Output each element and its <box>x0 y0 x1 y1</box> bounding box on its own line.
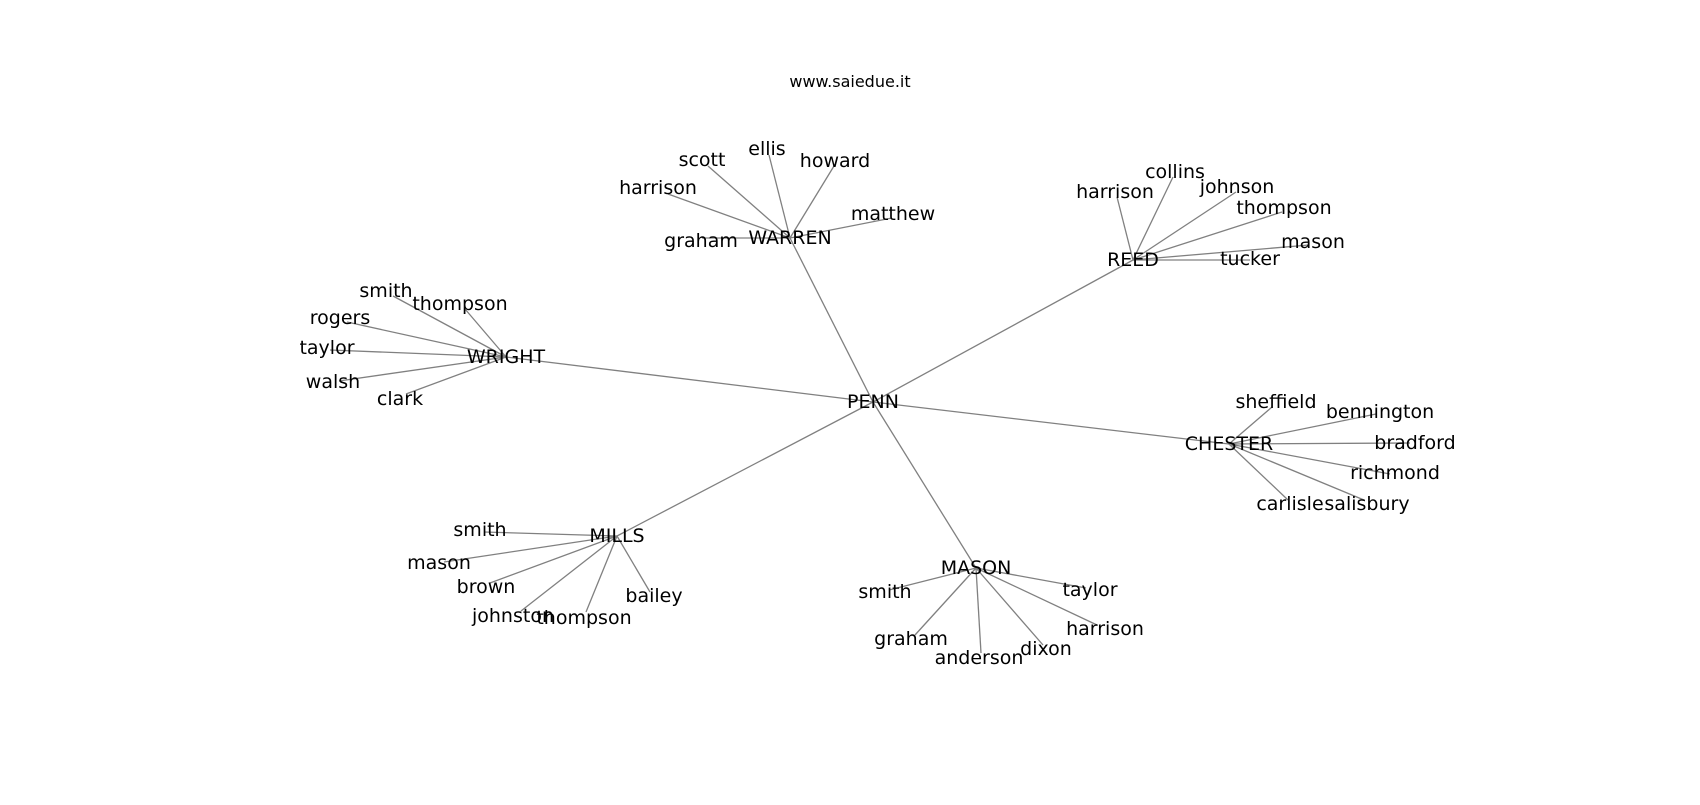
leaf-node-mason-harrison: harrison <box>1066 618 1144 640</box>
edge-mills-johnston <box>520 535 618 612</box>
leaf-node-wright-taylor: taylor <box>299 337 354 359</box>
edge-chester-sheffield <box>1228 406 1273 445</box>
edge-root-warren <box>789 237 874 403</box>
edge-mills-smith <box>483 531 618 537</box>
edge-wright-clark <box>405 356 507 395</box>
edge-mills-mason <box>443 535 618 563</box>
leaf-node-mills-bailey: bailey <box>625 585 682 607</box>
edge-mason-anderson <box>975 567 982 654</box>
edge-layer <box>329 154 1411 654</box>
edge-root-mason <box>872 401 977 569</box>
leaf-node-wright-smith: smith <box>359 280 412 302</box>
leaf-node-mills-brown: brown <box>457 576 516 598</box>
leaf-node-wright-clark: clark <box>377 388 423 410</box>
leaf-node-chester-salisbury: salisbury <box>1324 493 1409 515</box>
leaf-node-mills-smith: smith <box>453 519 506 541</box>
edge-mason-dixon <box>975 567 1044 646</box>
leaf-node-mason-smith: smith <box>858 581 911 603</box>
edge-reed-thompson <box>1132 211 1283 261</box>
edge-root-reed <box>872 259 1134 403</box>
edge-mills-brown <box>489 535 618 584</box>
edge-reed-mason <box>1132 244 1310 261</box>
edge-wright-rogers <box>346 321 507 358</box>
leaf-node-mason-dixon: dixon <box>1020 638 1072 660</box>
leaf-node-chester-bradford: bradford <box>1374 432 1455 454</box>
leaf-node-mills-johnston: johnston <box>471 605 554 627</box>
edge-root-mills <box>616 401 874 537</box>
edge-wright-thompson <box>464 308 507 358</box>
edge-mason-taylor <box>975 567 1087 589</box>
leaf-node-chester-carlisle: carlisle <box>1256 493 1323 515</box>
leaf-node-chester-richmond: richmond <box>1350 462 1440 484</box>
edge-mason-harrison <box>975 567 1098 626</box>
leaf-node-reed-mason: mason <box>1281 231 1345 253</box>
edge-chester-richmond <box>1228 443 1391 475</box>
leaf-node-wright-walsh: walsh <box>306 371 360 393</box>
leaf-node-reed-collins: collins <box>1145 161 1205 183</box>
edge-root-wright <box>505 356 874 403</box>
edge-chester-carlisle <box>1228 443 1289 501</box>
edge-warren-howard <box>789 165 835 239</box>
edge-chester-bennington <box>1228 413 1377 445</box>
leaf-node-mason-anderson: anderson <box>935 647 1024 669</box>
edge-warren-ellis <box>768 154 791 239</box>
edge-warren-harrison <box>667 193 791 239</box>
edge-wright-taylor <box>329 349 507 358</box>
leaf-node-chester-bennington: bennington <box>1326 401 1434 423</box>
leaf-node-mason-graham: graham <box>874 628 948 650</box>
edge-chester-bradford <box>1228 442 1411 445</box>
edge-warren-scott <box>707 165 791 239</box>
leaf-node-mills-mason: mason <box>407 552 471 574</box>
hub-node-chester: CHESTER <box>1185 433 1273 455</box>
leaf-node-warren-scott: scott <box>679 149 726 171</box>
leaf-node-reed-tucker: tucker <box>1220 248 1280 270</box>
leaf-node-warren-ellis: ellis <box>748 138 785 160</box>
hub-node-warren: WARREN <box>748 227 831 249</box>
edge-reed-collins <box>1132 176 1174 261</box>
leaf-node-wright-thompson: thompson <box>412 293 507 315</box>
leaf-node-mills-thompson: thompson <box>536 607 631 629</box>
edge-chester-salisbury <box>1228 443 1365 501</box>
edge-reed-johnson <box>1132 191 1237 261</box>
edge-wright-walsh <box>338 356 507 382</box>
hub-node-mason: MASON <box>941 557 1012 579</box>
leaf-node-wright-rogers: rogers <box>310 307 370 329</box>
edge-mason-smith <box>888 567 977 591</box>
hub-node-wright: WRIGHT <box>467 346 546 368</box>
leaf-node-warren-graham: graham <box>664 230 738 252</box>
leaf-node-reed-johnson: johnson <box>1199 176 1275 198</box>
hub-node-reed: REED <box>1107 249 1159 271</box>
leaf-node-reed-harrison: harrison <box>1076 181 1154 203</box>
edge-root-chester <box>872 401 1230 445</box>
edge-reed-harrison <box>1116 196 1134 261</box>
edge-mason-graham <box>914 567 977 636</box>
label-layer: scott ellis howard harrison matthew graham col… <box>299 138 1455 669</box>
leaf-node-mason-taylor: taylor <box>1062 579 1117 601</box>
leaf-node-reed-thompson: thompson <box>1236 197 1331 219</box>
edge-warren-matthew <box>789 217 893 239</box>
leaf-node-warren-howard: howard <box>800 150 870 172</box>
leaf-node-warren-harrison: harrison <box>619 177 697 199</box>
edge-mills-bailey <box>616 535 651 593</box>
leaf-node-chester-sheffield: sheffield <box>1235 391 1316 413</box>
edge-wright-smith <box>392 295 507 358</box>
hub-node-mills: MILLS <box>589 525 644 547</box>
edge-mills-thompson <box>585 535 618 613</box>
root-node-penn: PENN <box>847 391 899 413</box>
leaf-node-warren-matthew: matthew <box>851 203 935 225</box>
